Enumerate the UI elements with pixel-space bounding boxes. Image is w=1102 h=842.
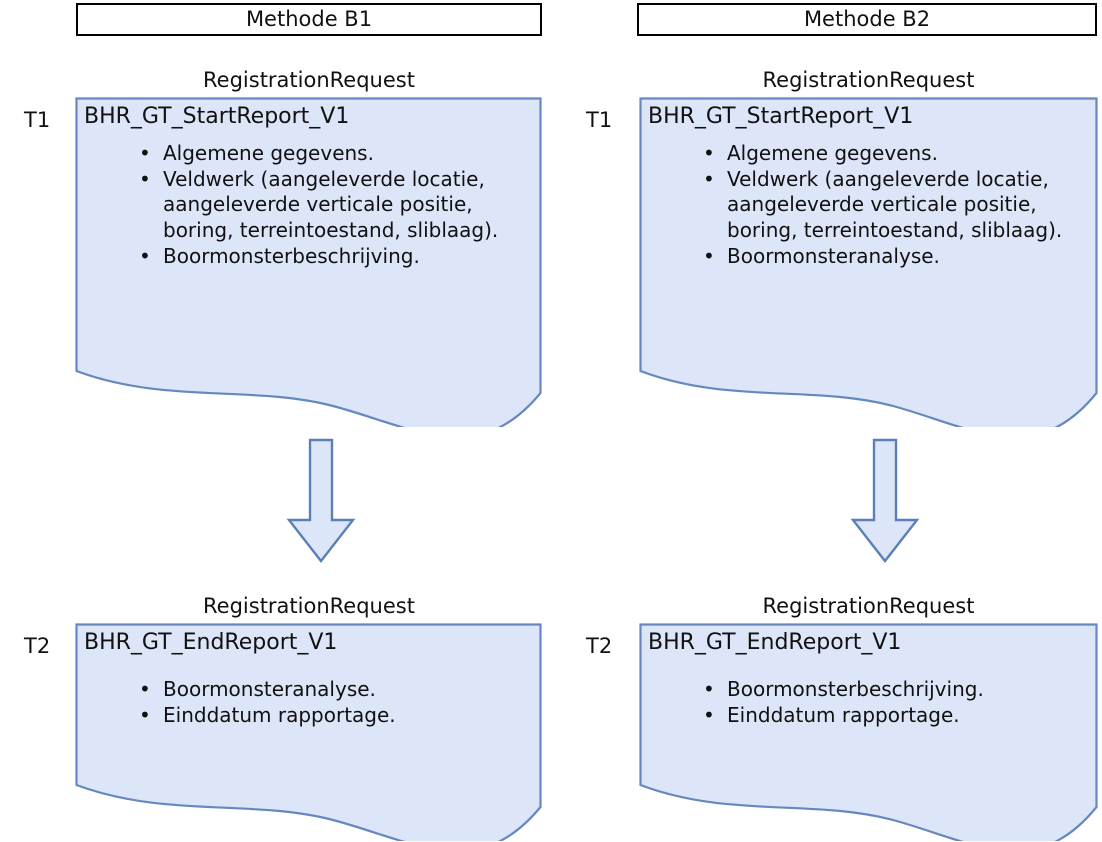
document-bullet-list-b1-t2: Boormonsteranalyse. Einddatum rapportage…	[75, 677, 542, 728]
arrow-down-icon	[850, 438, 920, 563]
document-title-b2-t1: BHR_GT_StartReport_V1	[648, 104, 914, 129]
caption-b1-t1: RegistrationRequest	[203, 68, 415, 92]
list-item: Algemene gegevens.	[701, 141, 1098, 167]
method-header-b2: Methode B2	[637, 3, 1097, 36]
document-shape-b2-t2: BHR_GT_EndReport_V1 Boormonsterbeschrijv…	[639, 623, 1098, 841]
document-shape-b1-t2: BHR_GT_EndReport_V1 Boormonsteranalyse. …	[75, 623, 542, 841]
time-label-b1-t2: T2	[24, 634, 51, 658]
list-item: Einddatum rapportage.	[701, 703, 1098, 729]
list-item: Veldwerk (aangeleverde locatie, aangelev…	[701, 167, 1098, 244]
method-header-b2-label: Methode B2	[803, 7, 931, 31]
list-item: Boormonsteranalyse.	[137, 677, 542, 703]
document-bullet-list-b2-t2: Boormonsterbeschrijving. Einddatum rappo…	[639, 677, 1098, 728]
caption-b1-t2: RegistrationRequest	[203, 594, 415, 618]
document-bullet-list-b1-t1: Algemene gegevens. Veldwerk (aangeleverd…	[75, 141, 542, 269]
document-shape-b1-t1: BHR_GT_StartReport_V1 Algemene gegevens.…	[75, 97, 542, 427]
document-bullet-list-b2-t1: Algemene gegevens. Veldwerk (aangeleverd…	[639, 141, 1098, 269]
method-header-b1: Methode B1	[76, 3, 542, 36]
method-header-b1-label: Methode B1	[245, 7, 373, 31]
time-label-b1-t1: T1	[24, 108, 51, 132]
caption-b2-t2: RegistrationRequest	[762, 594, 975, 618]
document-shape-b2-t1: BHR_GT_StartReport_V1 Algemene gegevens.…	[639, 97, 1098, 427]
list-item: Boormonsterbeschrijving.	[701, 677, 1098, 703]
caption-b2-t1: RegistrationRequest	[762, 68, 975, 92]
document-title-b2-t2: BHR_GT_EndReport_V1	[648, 630, 902, 655]
list-item: Boormonsterbeschrijving.	[137, 244, 542, 270]
flow-arrow-b2	[850, 438, 920, 564]
list-item: Veldwerk (aangeleverde locatie, aangelev…	[137, 167, 542, 244]
document-title-b1-t2: BHR_GT_EndReport_V1	[84, 630, 338, 655]
arrow-down-icon	[286, 438, 356, 563]
time-label-b2-t2: T2	[586, 634, 613, 658]
flow-arrow-b1	[286, 438, 356, 564]
time-label-b2-t1: T1	[586, 108, 613, 132]
list-item: Einddatum rapportage.	[137, 703, 542, 729]
list-item: Boormonsteranalyse.	[701, 244, 1098, 270]
list-item: Algemene gegevens.	[137, 141, 542, 167]
document-title-b1-t1: BHR_GT_StartReport_V1	[84, 104, 350, 129]
